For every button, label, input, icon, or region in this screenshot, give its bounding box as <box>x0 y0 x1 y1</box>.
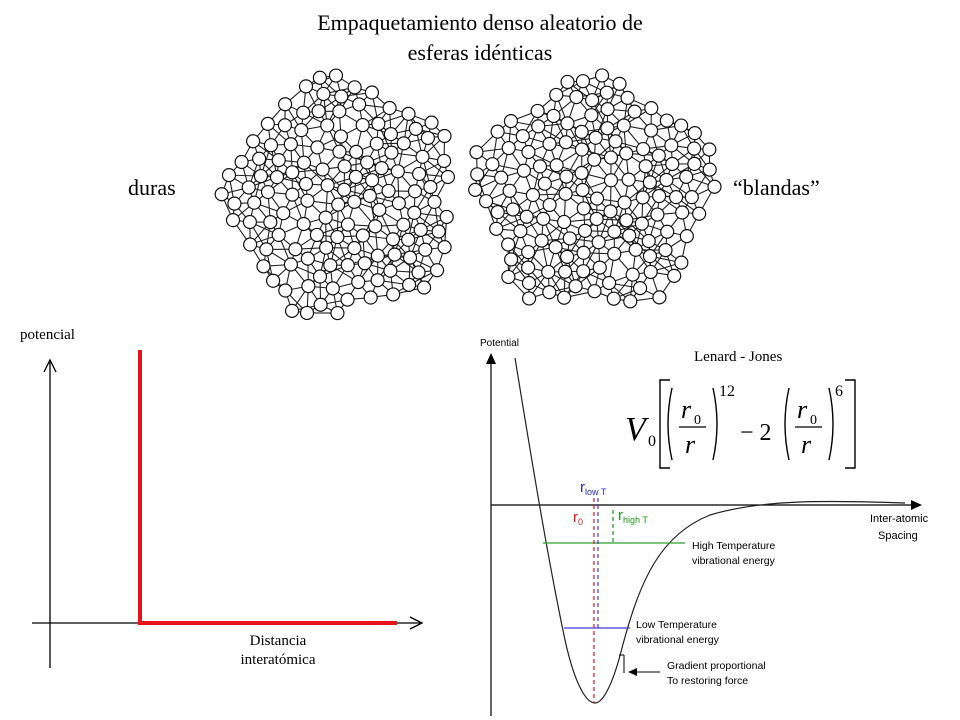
formula-r0-subscript-2: 0 <box>810 413 817 428</box>
formula-v-subscript: 0 <box>648 433 656 450</box>
hard-sphere-x-arrowhead <box>409 616 424 630</box>
formula-exponent-6: 6 <box>835 383 843 400</box>
formula-minus-two: − 2 <box>740 420 772 446</box>
formula-right-paren-1 <box>712 387 718 461</box>
lj-y-arrowhead <box>486 353 496 364</box>
r-high-t-label: rhigh T <box>618 507 648 525</box>
lj-xlabel-line-2: Spacing <box>878 530 918 542</box>
lj-x-arrowhead <box>911 500 922 510</box>
title-line-1: Empaquetamiento denso aleatorio de <box>317 10 643 35</box>
formula-r0-numerator-2: r <box>797 395 808 424</box>
hard-sphere-y-arrowhead <box>43 358 57 373</box>
formula-r0-subscript-1: 0 <box>694 413 701 428</box>
r-high-t-subscript: high T <box>623 515 648 525</box>
lj-heading: Lenard - Jones <box>694 349 783 365</box>
title-line-2: esferas idénticas <box>407 40 553 65</box>
formula-left-paren-1 <box>667 387 673 461</box>
hard-sphere-xlabel: Distancia interatómica <box>218 632 338 670</box>
r-low-t-subscript: low T <box>585 487 607 497</box>
hard-sphere-xlabel-line-2: interatómica <box>240 652 316 668</box>
gradient-label-line-1: Gradient proportional <box>667 660 766 672</box>
hard-sphere-ylabel: potencial <box>20 327 75 343</box>
packing-hard-spheres-image <box>214 68 456 321</box>
page-title: Empaquetamiento denso aleatorio de esfer… <box>230 8 730 68</box>
r-high-t-base: r <box>618 507 623 524</box>
r-low-t-label: rlow T <box>580 479 607 497</box>
hard-sphere-potential-curve <box>138 350 397 625</box>
r0-base: r <box>573 509 578 526</box>
r0-subscript: 0 <box>578 517 583 527</box>
formula-r-denominator-1: r <box>685 430 696 459</box>
gradient-arrowhead <box>628 668 637 676</box>
label-soft-spheres: “blandas” <box>733 175 820 200</box>
label-hard-spheres: duras <box>128 175 176 200</box>
low-temperature-label-line-1: Low Temperature <box>636 619 717 631</box>
packing-sphere-nodes <box>468 68 722 309</box>
lj-ylabel: Potential <box>480 338 519 349</box>
lj-xlabel-line-1: Inter-atomic <box>870 513 929 525</box>
formula-r0-numerator-1: r <box>681 395 692 424</box>
high-temperature-label-line-1: High Temperature <box>692 540 775 552</box>
gradient-label-line-2: To restoring force <box>667 675 748 687</box>
packing-soft-spheres-image <box>468 68 722 309</box>
formula-right-paren-2 <box>828 387 834 461</box>
formula-v: V <box>625 411 650 448</box>
lj-formula: V 0 r 0 r 12 − 2 r 0 r 6 <box>625 379 856 469</box>
r-low-t-base: r <box>580 479 585 496</box>
low-temperature-label-line-2: vibrational energy <box>636 634 720 646</box>
lj-potential-curve <box>514 357 906 704</box>
packing-sphere-nodes <box>214 68 456 321</box>
formula-left-paren-2 <box>784 387 790 461</box>
formula-left-bracket <box>659 379 670 469</box>
high-temperature-label-line-2: vibrational energy <box>692 555 776 567</box>
r0-label: r0 <box>573 509 583 527</box>
formula-r-denominator-2: r <box>801 430 812 459</box>
formula-exponent-12: 12 <box>719 383 735 400</box>
formula-right-bracket <box>845 379 856 469</box>
hard-sphere-xlabel-line-1: Distancia <box>249 633 307 649</box>
